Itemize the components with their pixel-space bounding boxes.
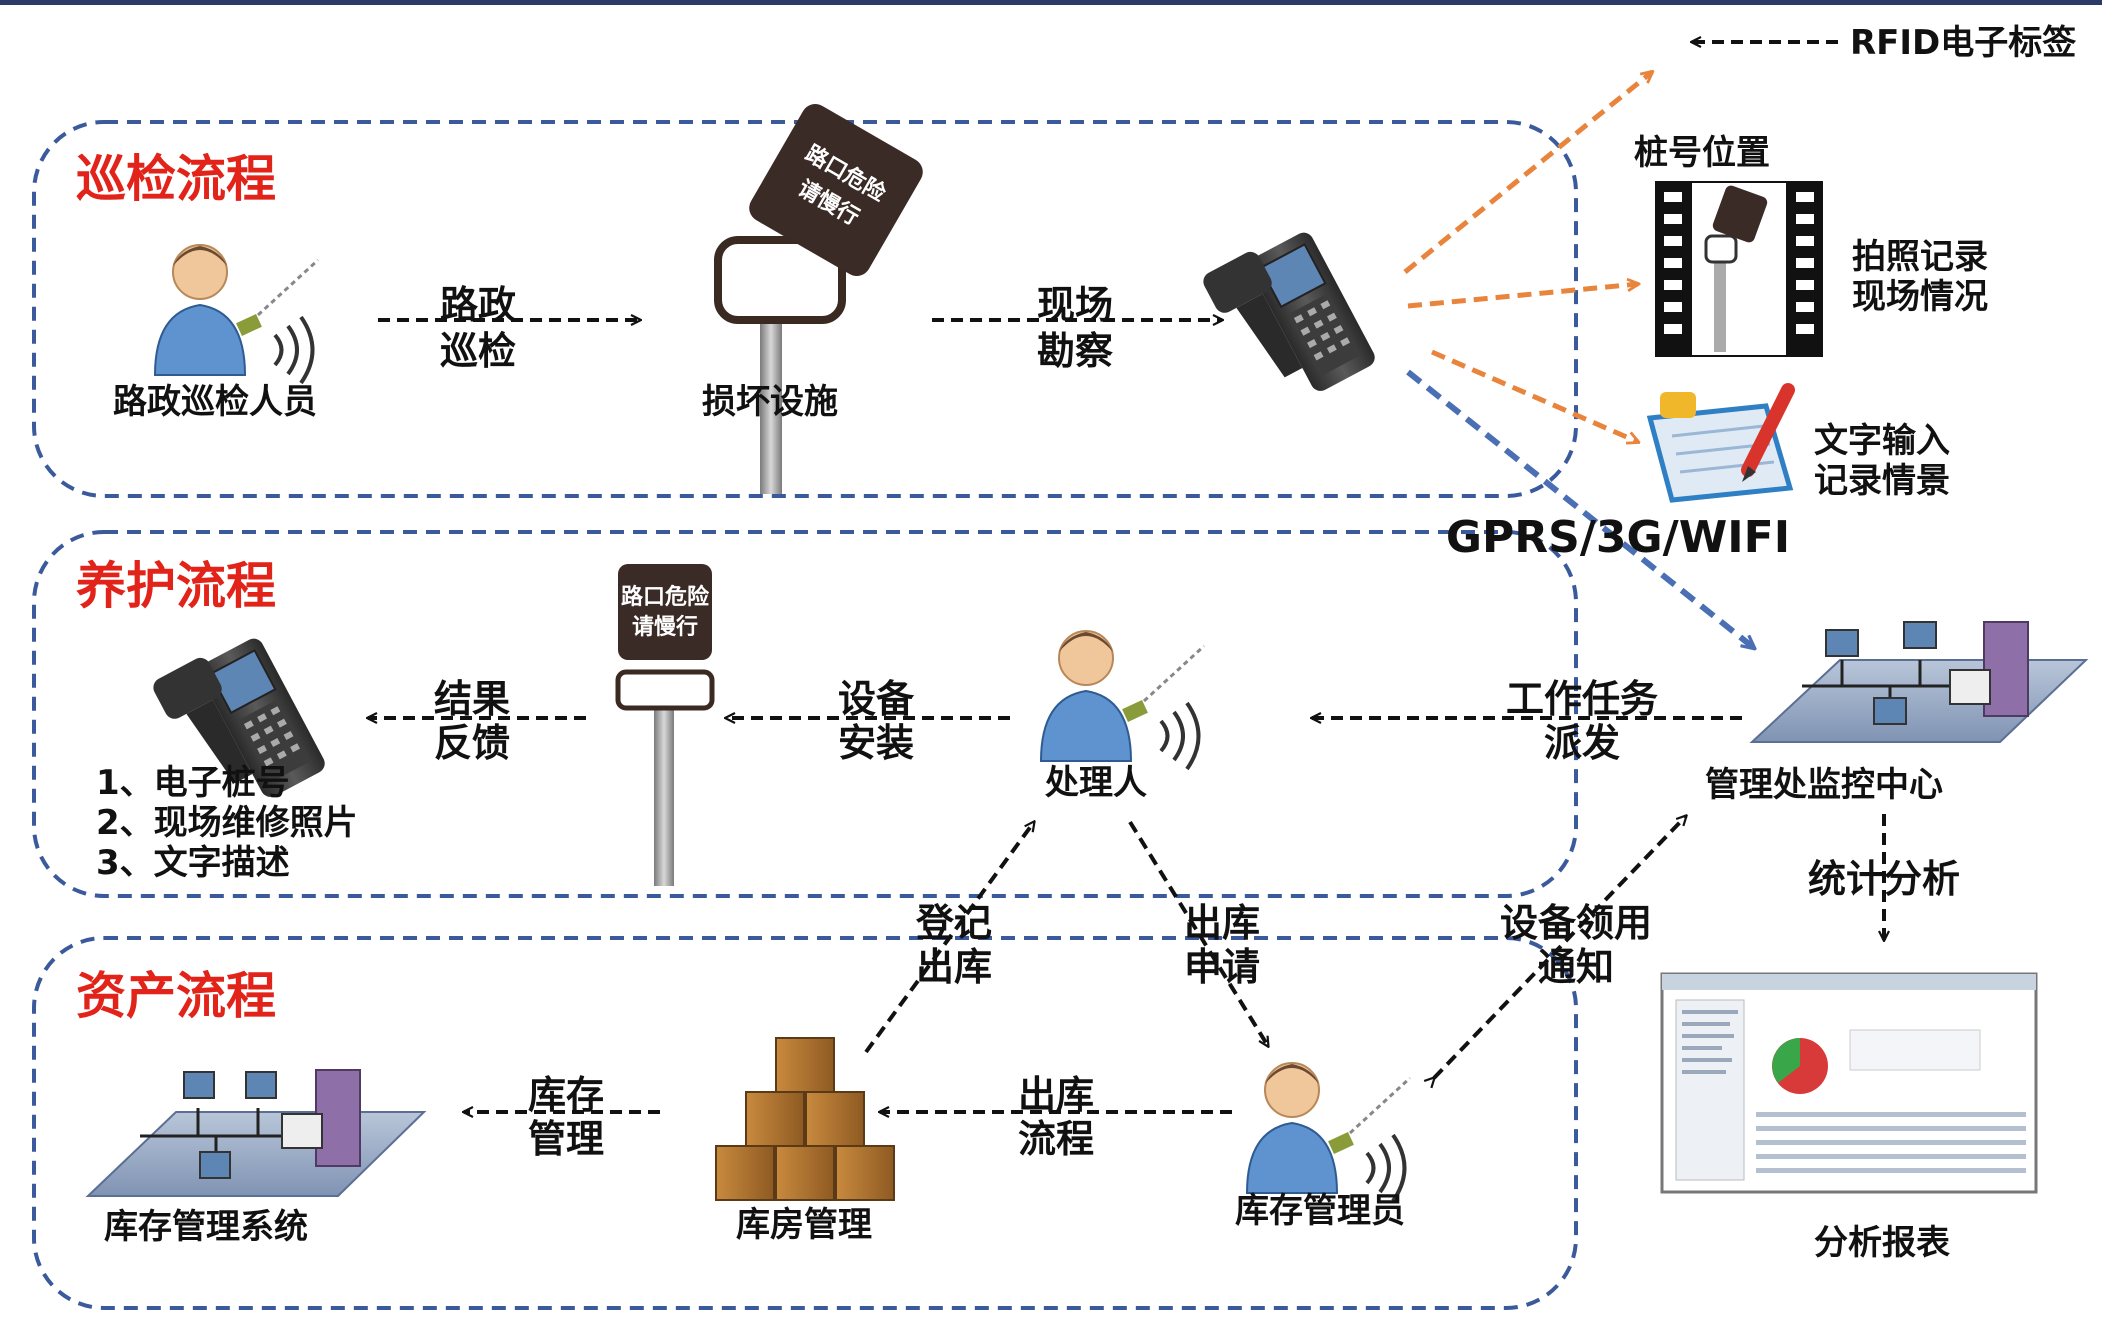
inventory-system-network-icon	[85, 1069, 427, 1197]
mini-sign-text-1: 路口危险	[621, 584, 710, 610]
rfid-legend-label: RFID电子标签	[1850, 23, 2076, 63]
handheld-reader-left-icon	[153, 638, 325, 797]
equip-notice-label-2: 通知	[1538, 945, 1614, 989]
install-label-1: 设备	[838, 677, 915, 721]
equip-notice-label-1: 设备领用	[1500, 901, 1652, 945]
report-label: 分析报表	[1814, 1223, 1950, 1263]
photo-label-2: 现场情况	[1852, 277, 1988, 317]
warehouse-boxes-icon	[715, 1037, 895, 1201]
installed-sign-icon: 路口危险 请慢行	[615, 564, 715, 886]
out-flow-label-2: 流程	[1018, 1117, 1094, 1161]
register-out-label-2: 出库	[916, 945, 992, 989]
task-dispatch-label-1: 工作任务	[1506, 677, 1658, 721]
text-input-label-2: 记录情景	[1814, 461, 1950, 501]
network-label: GPRS/3G/WIFI	[1446, 512, 1790, 563]
inventory-mgmt-label-2: 管理	[528, 1117, 604, 1161]
text-input-label-1: 文字输入	[1814, 421, 1950, 461]
register-out-label-1: 登记	[915, 901, 992, 945]
asset-section-frame	[32, 936, 1578, 1310]
feedback-label-2: 反馈	[434, 721, 510, 765]
feedback-item-2: 2、现场维修照片	[96, 803, 358, 843]
clipboard-pencil-icon	[1646, 383, 1795, 503]
text-input-arrow	[1430, 349, 1638, 442]
photo-film-icon	[1655, 181, 1823, 357]
out-request-arrow	[1128, 820, 1268, 1046]
install-label-2: 安装	[838, 721, 914, 765]
inspection-section-title: 巡检流程	[76, 150, 276, 208]
feedback-label-1: 结果	[434, 677, 510, 721]
photo-arrow	[1407, 284, 1638, 309]
out-flow-label-1: 出库	[1018, 1073, 1094, 1117]
damaged-facility-label: 损坏设施	[702, 382, 838, 422]
feedback-item-3: 3、文字描述	[96, 843, 290, 883]
inspector-label: 路政巡检人员	[113, 382, 317, 422]
warehouse-label: 库房管理	[736, 1205, 872, 1245]
out-request-label-1: 出库	[1184, 901, 1260, 945]
top-border	[0, 0, 2102, 5]
photo-label-1: 拍照记录	[1852, 237, 1988, 277]
out-request-label-2: 申请	[1184, 945, 1260, 989]
stock-manager-person-icon	[1245, 1062, 1412, 1203]
maintenance-section-title: 养护流程	[76, 557, 276, 615]
stake-position-label: 桩号位置	[1634, 133, 1770, 173]
register-out-arrow	[864, 822, 1034, 1054]
mini-sign-text-2: 请慢行	[632, 614, 698, 640]
site-survey-label-1: 现场	[1037, 283, 1113, 327]
rfid-tag-arrow	[1403, 72, 1652, 274]
stock-manager-label: 库存管理员	[1235, 1191, 1405, 1231]
feedback-item-1: 1、电子桩号	[96, 763, 290, 803]
road-patrol-label-1: 路政	[440, 283, 516, 327]
monitor-center-label: 管理处监控中心	[1705, 765, 1943, 805]
inspector-person-icon	[153, 244, 320, 385]
handheld-reader-icon	[1203, 232, 1375, 391]
monitor-center-network-icon	[1749, 621, 2089, 743]
damaged-sign-icon: 路口危险 请慢行	[714, 103, 923, 494]
inventory-mgmt-label-1: 库存	[528, 1073, 604, 1117]
task-dispatch-label-2: 派发	[1544, 721, 1620, 765]
handler-person-icon	[1039, 630, 1206, 771]
analysis-report-icon	[1660, 972, 2038, 1194]
road-patrol-label-2: 巡检	[440, 329, 516, 373]
equip-notice-arrow	[1434, 816, 1686, 1078]
stats-label: 统计分析	[1808, 857, 1960, 901]
asset-section-title: 资产流程	[76, 967, 276, 1025]
site-survey-label-2: 勘察	[1037, 329, 1113, 373]
maintenance-section-frame	[32, 530, 1578, 898]
handler-label: 处理人	[1044, 763, 1147, 803]
inventory-system-label: 库存管理系统	[104, 1207, 308, 1247]
